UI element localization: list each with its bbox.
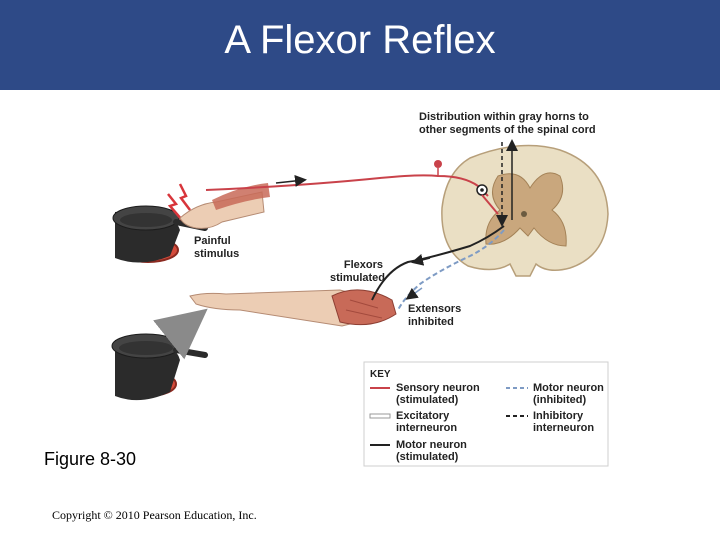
arm-withdrawn <box>189 289 397 327</box>
hot-pan-bottom <box>111 333 208 401</box>
withdrawal-arrow <box>153 308 208 360</box>
motor-neuron-stimulated-path <box>371 225 505 301</box>
painful-stimulus-label-line2: stimulus <box>194 248 239 260</box>
flexor-reflex-diagram: Distribution within gray horns to other … <box>0 90 720 480</box>
motor-neuron-inhibited-path <box>397 229 505 311</box>
figure-label: Figure 8-30 <box>44 449 137 469</box>
pain-bolt-icons <box>167 183 191 221</box>
diagram-svg: Distribution within gray horns to other … <box>111 111 609 467</box>
extensor-direction-arrow <box>405 287 423 300</box>
copyright-notice: Copyright © 2010 Pearson Education, Inc. <box>52 508 257 522</box>
legend-key: KEY Sensory neuron (stimulated) Excitato… <box>363 361 609 467</box>
key-sensory-line1: Sensory neuron <box>396 382 480 394</box>
key-motor-stimulated-line2: (stimulated) <box>396 451 459 463</box>
spinal-cord-section <box>441 144 609 277</box>
slide-title: A Flexor Reflex <box>224 18 496 62</box>
key-excitatory-line1: Excitatory <box>396 410 450 422</box>
key-sensory-line2: (stimulated) <box>396 394 459 406</box>
key-motor-inhibited-line1: Motor neuron <box>533 382 604 394</box>
key-motor-inhibited-line2: (inhibited) <box>533 394 586 406</box>
distribution-label-line2: other segments of the spinal cord <box>419 124 596 136</box>
extensors-label-line2: inhibited <box>408 316 454 328</box>
key-inhibitory-line2: interneuron <box>533 422 594 434</box>
flexors-label-line1: Flexors <box>344 259 383 271</box>
sensory-direction-arrow <box>275 174 307 187</box>
flexor-direction-arrow <box>411 253 431 266</box>
distribution-label-line1: Distribution within gray horns to <box>419 111 589 123</box>
title-bar: A Flexor Reflex <box>0 0 720 90</box>
painful-stimulus-label-line1: Painful <box>194 235 231 247</box>
arm-touching-pan <box>179 183 270 229</box>
extensors-label-line1: Extensors <box>408 303 461 315</box>
key-title: KEY <box>370 369 391 380</box>
key-motor-stimulated-line1: Motor neuron <box>396 439 467 451</box>
flexors-label-line2: stimulated <box>330 272 385 284</box>
key-inhibitory-line1: Inhibitory <box>533 410 584 422</box>
sensory-neuron-path <box>205 160 499 215</box>
key-excitatory-line2: interneuron <box>396 422 457 434</box>
key-excitatory-swatch <box>369 413 391 419</box>
